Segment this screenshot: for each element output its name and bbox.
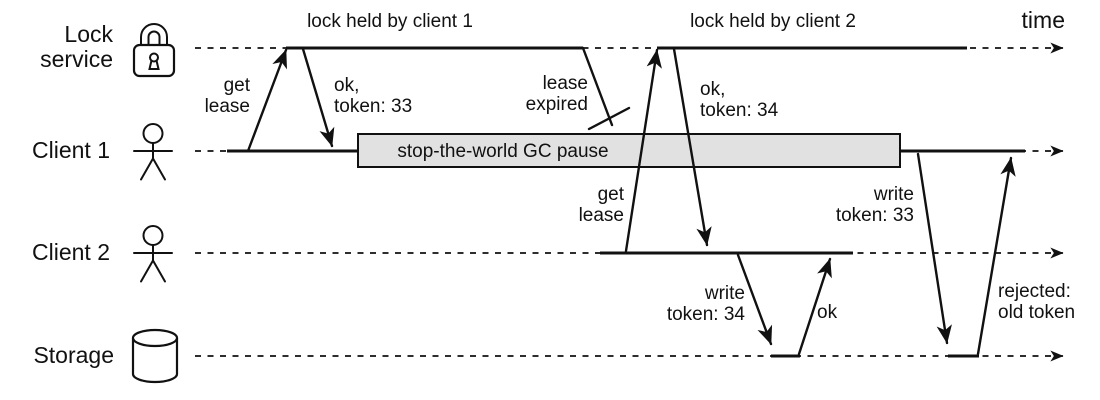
arrow-write-token33	[916, 152, 952, 345]
person-icon	[133, 123, 173, 181]
ok-token33-label: ok, token: 33	[334, 75, 413, 117]
arrow-get-lease-client1	[246, 48, 288, 153]
lease-expired-cross	[587, 106, 631, 131]
arrow-ok-storage	[797, 257, 832, 356]
ok-token34-label: ok, token: 34	[700, 79, 779, 121]
lane-icons	[131, 23, 179, 384]
write-token34-label: write token: 34	[666, 283, 745, 325]
gc-pause-label: stop-the-world GC pause	[397, 141, 609, 162]
database-cylinder-icon	[131, 328, 179, 384]
timelines	[195, 42, 1064, 362]
rejected-old-token-label: rejected: old token	[998, 281, 1076, 323]
lane-label-client2: Client 2	[32, 239, 110, 265]
lease-expired-label: lease expired	[525, 73, 588, 115]
get-lease-client1-label: get lease	[204, 75, 250, 117]
arrow-ok-token33	[301, 47, 335, 148]
lock-held-client2-label: lock held by client 2	[690, 11, 856, 32]
time-axis-label: time	[1021, 7, 1065, 33]
write-token33-label: write token: 33	[835, 184, 914, 226]
gc-pause-box	[357, 133, 901, 168]
arrow-get-lease-client2	[624, 48, 662, 253]
lock-held-client1-label: lock held by client 1	[307, 11, 473, 32]
arrow-rejected	[976, 156, 1016, 356]
lane-label-client1: Client 1	[32, 137, 110, 163]
lane-label-lock-service: Lock service	[40, 21, 113, 72]
person-icon	[133, 225, 173, 283]
lease-expired-line	[581, 46, 614, 127]
lane-label-storage: Storage	[33, 342, 114, 368]
arrow-ok-token34	[672, 47, 712, 247]
padlock-icon	[132, 23, 176, 78]
ok-storage-label: ok	[817, 302, 838, 323]
message-arrows	[246, 46, 1016, 356]
arrow-write-token34	[736, 253, 773, 346]
get-lease-client2-label: get lease	[578, 184, 624, 226]
